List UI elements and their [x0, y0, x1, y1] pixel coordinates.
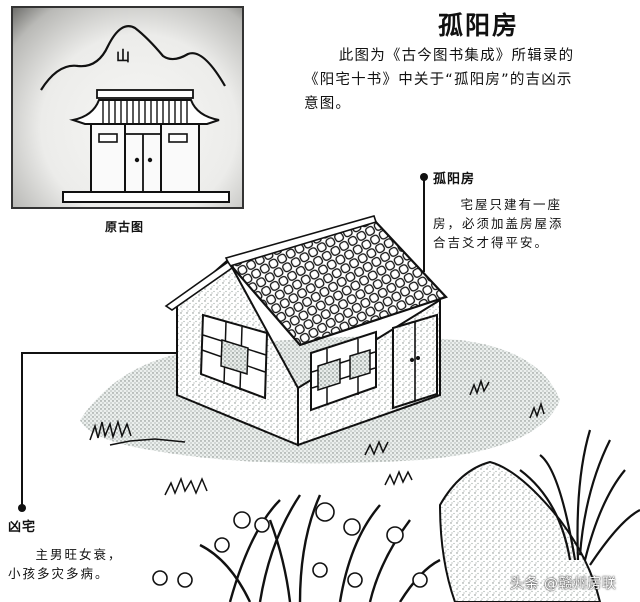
intro-line-1: 此图为《古今图书集成》所辑录的	[338, 48, 575, 64]
callout-bad-house-line-1: 主男旺女衰，	[35, 547, 123, 562]
original-drawing-caption: 原古图	[105, 220, 145, 234]
intro-line-3: 意图。	[304, 96, 352, 112]
callout-lonely-house-line-1: 宅屋只建有一座	[460, 197, 563, 212]
original-drawing-panel: 山	[11, 6, 244, 209]
callout-bad-house-line-2: 小孩多灾多病。	[8, 566, 110, 581]
callout-lonely-house: 孤阳房 宅屋只建有一座 房，必须加盖房屋添 合吉爻才得平安。	[433, 168, 633, 252]
callout-lonely-house-line-3: 合吉爻才得平安。	[433, 235, 550, 250]
callout-lonely-house-body: 宅屋只建有一座 房，必须加盖房屋添 合吉爻才得平安。	[433, 195, 633, 252]
callout-bad-house-body: 主男旺女衰， 小孩多灾多病。	[8, 545, 168, 583]
intro-paragraph: 此图为《古今图书集成》所辑录的 《阳宅十书》中关于“孤阳房”的吉凶示 意图。	[304, 44, 634, 116]
callout-bad-house-title: 凶宅	[8, 520, 37, 535]
page-title: 孤阳房	[438, 11, 520, 40]
intro-line-2: 《阳宅十书》中关于“孤阳房”的吉凶示	[304, 72, 573, 88]
mountain-label: 山	[116, 49, 130, 65]
callout-lonely-house-line-2: 房，必须加盖房屋添	[433, 216, 564, 231]
callout-lonely-house-title: 孤阳房	[433, 172, 476, 187]
watermark: 头条 @赣州房联	[510, 576, 617, 592]
callout-bad-house: 凶宅 主男旺女衰， 小孩多灾多病。	[8, 516, 168, 583]
original-house-drawing	[40, 25, 230, 203]
